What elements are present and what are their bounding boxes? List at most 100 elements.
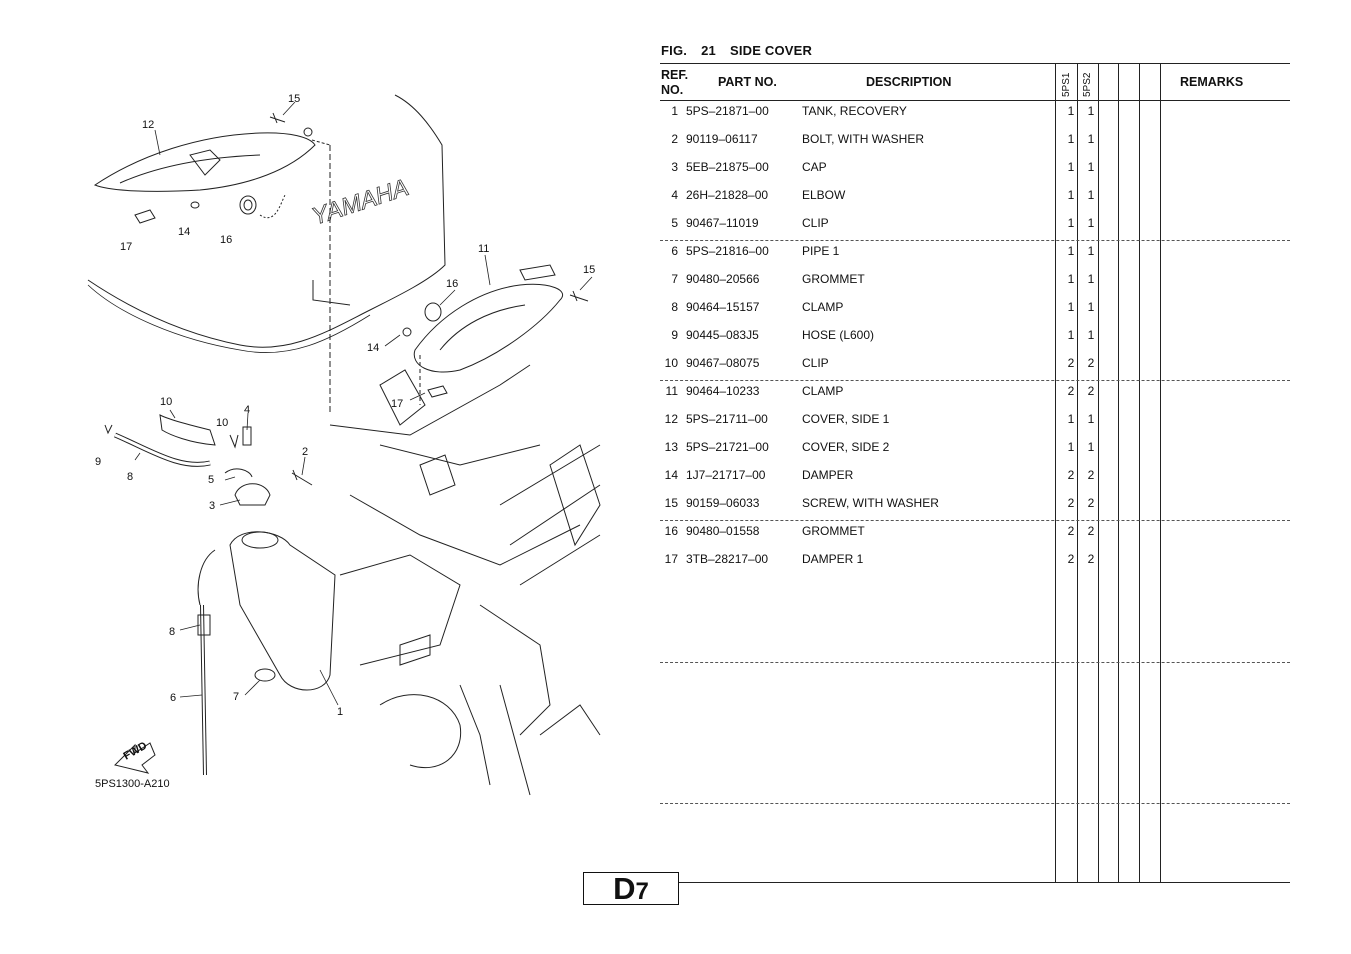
callout-10-left: 9 <box>95 456 101 468</box>
qty-5ps1-cell: 2 <box>1067 552 1075 566</box>
ref-cell: 9 <box>671 328 678 342</box>
description-cell: PIPE 1 <box>802 244 840 258</box>
group-separator <box>660 803 1290 804</box>
qty-5ps1-cell: 1 <box>1067 244 1075 258</box>
side-cover-1 <box>413 283 563 373</box>
part-number-cell: 1J7–21717–00 <box>686 468 766 482</box>
page-letter: D <box>613 871 636 906</box>
ref-cell: 3 <box>671 160 678 174</box>
callout-8: 8 <box>169 626 175 638</box>
ref-cell: 12 <box>664 412 678 426</box>
header-description: DESCRIPTION <box>866 75 952 89</box>
qty-5ps1-cell: 1 <box>1067 328 1075 342</box>
description-cell: BOLT, WITH WASHER <box>802 132 925 146</box>
description-cell: ELBOW <box>802 188 846 202</box>
qty-5ps2-cell: 1 <box>1087 244 1095 258</box>
col-rule-5 <box>1139 63 1140 882</box>
figure-name: SIDE COVER <box>729 43 813 58</box>
qty-5ps1-cell: 2 <box>1067 524 1075 538</box>
qty-5ps1-cell: 1 <box>1067 412 1075 426</box>
fwd-label: FWD <box>122 740 150 763</box>
part-number-cell: 5PS–21816–00 <box>686 244 769 258</box>
callout-16-upper: 16 <box>220 234 232 246</box>
qty-5ps2-cell: 1 <box>1087 440 1095 454</box>
callout-1: 1 <box>337 706 343 718</box>
group-separator <box>660 520 1290 521</box>
qty-5ps1-cell: 2 <box>1067 468 1075 482</box>
part-number-cell: 3TB–28217–00 <box>686 552 769 566</box>
description-cell: SCREW, WITH WASHER <box>802 496 939 510</box>
header-remarks: REMARKS <box>1180 75 1244 89</box>
callout-4: 4 <box>244 404 250 416</box>
qty-5ps1-cell: 1 <box>1067 216 1075 230</box>
header-part-no: PART NO. <box>718 75 777 89</box>
part-number-cell: 90464–10233 <box>686 384 760 398</box>
qty-5ps2-cell: 2 <box>1087 384 1095 398</box>
callout-11: 10 <box>160 396 172 408</box>
description-cell: TANK, RECOVERY <box>802 104 907 118</box>
ref-cell: 2 <box>671 132 678 146</box>
ref-cell: 8 <box>671 300 678 314</box>
description-cell: DAMPER 1 <box>802 552 864 566</box>
ref-cell: 14 <box>664 468 678 482</box>
qty-5ps1-cell: 1 <box>1067 440 1075 454</box>
qty-5ps2-cell: 1 <box>1087 328 1095 342</box>
qty-5ps2-cell: 2 <box>1087 468 1095 482</box>
part-number-cell: 90445–083J5 <box>686 328 759 342</box>
qty-5ps2-cell: 1 <box>1087 272 1095 286</box>
ref-cell: 6 <box>671 244 678 258</box>
qty-5ps1-cell: 2 <box>1067 496 1075 510</box>
col-rule-4 <box>1118 63 1119 882</box>
ref-cell: 17 <box>664 552 678 566</box>
description-cell: CLIP <box>802 356 829 370</box>
part-number-cell: 5EB–21875–00 <box>686 160 769 174</box>
callout-5: 5 <box>208 474 214 486</box>
fuel-tank-outline <box>87 94 446 348</box>
callout-6: 6 <box>170 692 176 704</box>
qty-5ps2-cell: 1 <box>1087 104 1095 118</box>
callout-16-right: 16 <box>446 278 458 290</box>
description-cell: COVER, SIDE 1 <box>802 412 890 426</box>
ref-cell: 15 <box>664 496 678 510</box>
qty-5ps2-cell: 1 <box>1087 132 1095 146</box>
qty-5ps2-cell: 1 <box>1087 300 1095 314</box>
qty-5ps2-cell: 2 <box>1087 496 1095 510</box>
part-number-cell: 26H–21828–00 <box>686 188 769 202</box>
qty-5ps1-cell: 1 <box>1067 132 1075 146</box>
ref-cell: 5 <box>671 216 678 230</box>
qty-5ps2-cell: 1 <box>1087 412 1095 426</box>
table-header-rule <box>660 100 1290 101</box>
qty-5ps1-cell: 1 <box>1067 272 1075 286</box>
group-separator <box>660 662 1290 663</box>
description-cell: DAMPER <box>802 468 854 482</box>
callout-17-right: 17 <box>391 398 403 410</box>
description-cell: CLAMP <box>802 384 844 398</box>
callout-7: 7 <box>233 691 239 703</box>
part-number-cell: 5PS–21711–00 <box>686 412 768 426</box>
description-cell: HOSE (L600) <box>802 328 875 342</box>
callout-2: 2 <box>302 446 308 458</box>
ref-cell: 1 <box>671 104 678 118</box>
ref-cell: 7 <box>671 272 678 286</box>
recovery-tank <box>229 531 336 691</box>
page-number: 7 <box>635 878 649 905</box>
qty-5ps1-cell: 1 <box>1067 300 1075 314</box>
ref-cell: 4 <box>671 188 678 202</box>
qty-5ps1-cell: 1 <box>1067 188 1075 202</box>
ref-cell: 16 <box>664 524 678 538</box>
description-cell: CLAMP <box>802 300 844 314</box>
figure-number: 21 <box>701 43 716 58</box>
part-number-cell: 90119–06117 <box>686 132 758 146</box>
header-model-5ps1: 5PS1 <box>1061 72 1072 97</box>
part-number-cell: 5PS–21721–00 <box>686 440 769 454</box>
description-cell: CLIP <box>802 216 829 230</box>
callout-3: 3 <box>209 500 215 512</box>
